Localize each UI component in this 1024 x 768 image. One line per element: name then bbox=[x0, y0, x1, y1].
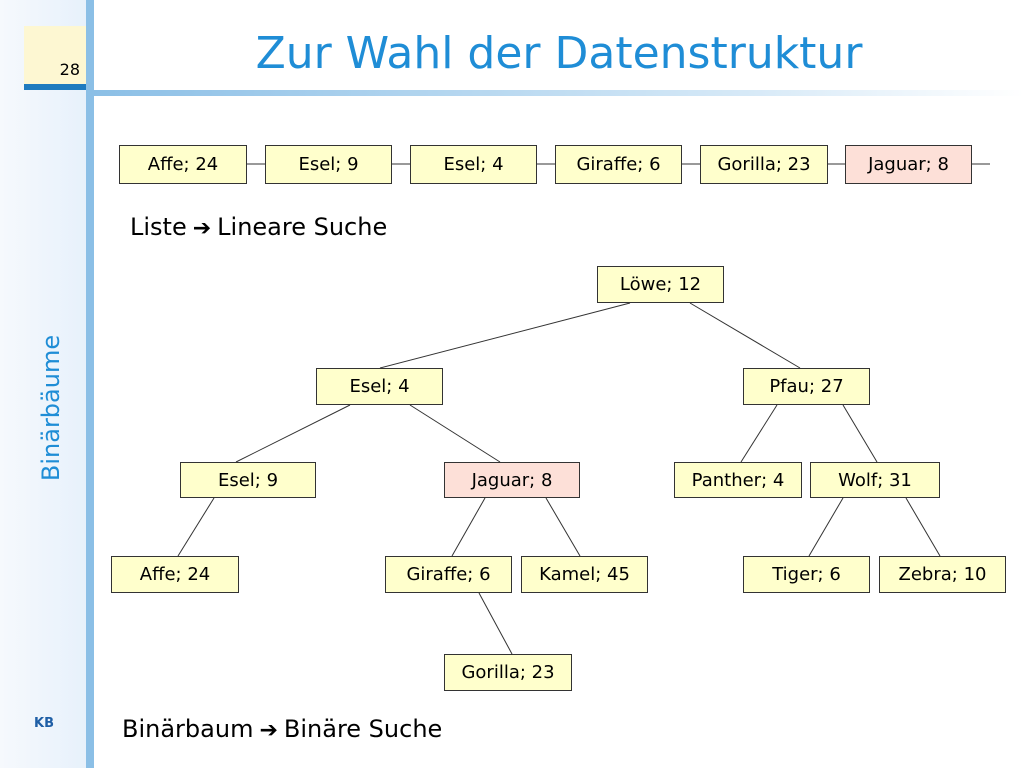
right-arrow-icon: ➔ bbox=[192, 216, 212, 241]
tree-caption-right: Binäre Suche bbox=[283, 715, 443, 743]
tree-node: Zebra; 10 bbox=[879, 556, 1006, 593]
tree-edge bbox=[740, 404, 778, 463]
page-number: 28 bbox=[59, 60, 80, 79]
tree-edge bbox=[409, 404, 501, 463]
list-caption-left: Liste bbox=[130, 213, 187, 241]
tree-edge bbox=[451, 497, 486, 557]
tree-caption: Binärbaum➔Binäre Suche bbox=[122, 715, 442, 743]
list-node: Esel; 9 bbox=[265, 145, 392, 184]
tree-node: Tiger; 6 bbox=[743, 556, 870, 593]
footer-initials: KB bbox=[34, 716, 54, 731]
tree-node: Giraffe; 6 bbox=[385, 556, 512, 593]
tree-edge bbox=[905, 497, 941, 557]
page-number-box: 28 bbox=[24, 26, 86, 90]
right-arrow-icon: ➔ bbox=[259, 718, 278, 743]
list-node: Giraffe; 6 bbox=[555, 145, 682, 184]
tree-node: Gorilla; 23 bbox=[444, 654, 572, 691]
sidebar-rule bbox=[86, 0, 94, 768]
tree-node: Wolf; 31 bbox=[810, 462, 940, 498]
tree-edge bbox=[379, 302, 631, 369]
tree-node: Panther; 4 bbox=[674, 462, 802, 498]
list-node: Esel; 4 bbox=[410, 145, 537, 184]
tree-node-highlighted: Jaguar; 8 bbox=[444, 462, 580, 498]
tree-edge bbox=[842, 404, 878, 463]
list-caption-right: Lineare Suche bbox=[217, 213, 388, 241]
list-node: Affe; 24 bbox=[119, 145, 247, 184]
tree-node: Affe; 24 bbox=[111, 556, 239, 593]
tree-node: Kamel; 45 bbox=[521, 556, 648, 593]
tree-node-root: Löwe; 12 bbox=[597, 266, 724, 303]
list-caption: Liste➔Lineare Suche bbox=[130, 213, 387, 241]
tree-node: Pfau; 27 bbox=[743, 368, 870, 405]
tree-edge bbox=[177, 497, 215, 557]
slide-title: Zur Wahl der Datenstruktur bbox=[255, 28, 863, 79]
tree-edge bbox=[478, 592, 513, 655]
list-node: Gorilla; 23 bbox=[700, 145, 828, 184]
tree-edge bbox=[235, 404, 351, 463]
list-node-highlighted: Jaguar; 8 bbox=[845, 145, 972, 184]
sidebar bbox=[0, 0, 86, 768]
tree-edge bbox=[689, 302, 801, 369]
tree-edge bbox=[808, 497, 844, 557]
tree-node: Esel; 9 bbox=[180, 462, 316, 498]
tree-edge bbox=[545, 497, 581, 557]
tree-node: Esel; 4 bbox=[316, 368, 443, 405]
tree-caption-left: Binärbaum bbox=[122, 715, 254, 743]
title-rule bbox=[94, 90, 1024, 96]
